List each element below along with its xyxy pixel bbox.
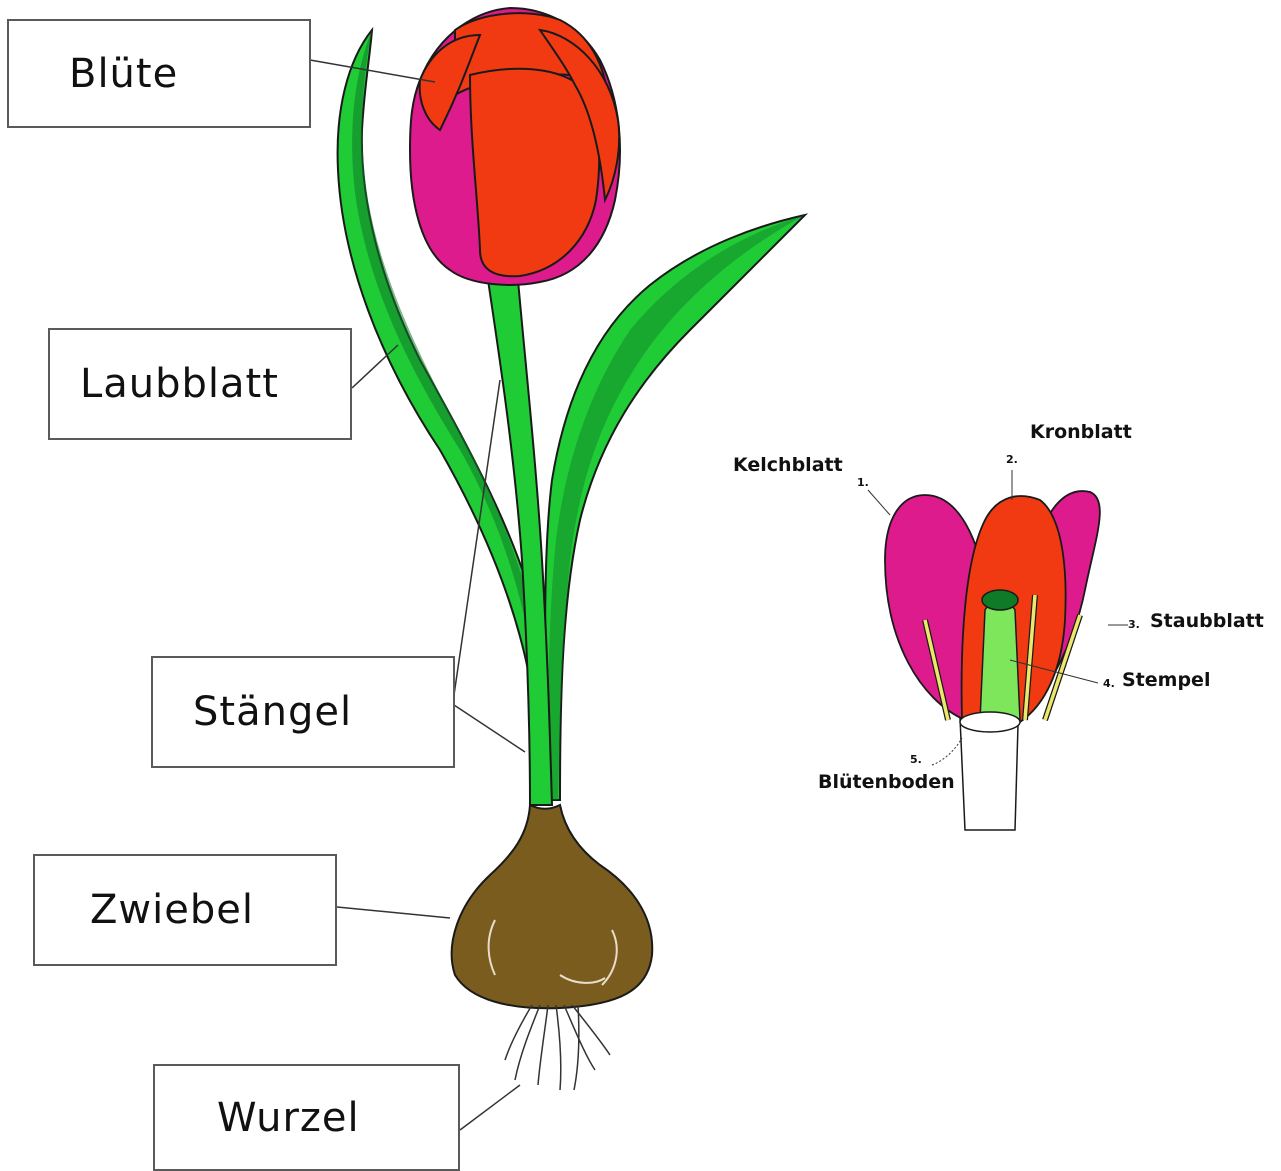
bulb [452,805,653,1008]
label-wurzel: Wurzel [153,1064,460,1171]
label-bluete-text: Blüte [69,51,178,97]
label-zwiebel-text: Zwiebel [90,887,254,933]
label-laubblatt-text: Laubblatt [80,361,279,407]
label-bluetenboden: Blütenboden [818,771,955,793]
label-kronblatt: Kronblatt [1030,421,1132,443]
label-laubblatt: Laubblatt [48,328,352,440]
num-bluetenboden: 5. [910,753,922,766]
num-kronblatt: 2. [1006,453,1018,466]
tulip-flower [410,8,620,285]
label-wurzel-text: Wurzel [217,1095,360,1141]
label-zwiebel: Zwiebel [33,854,337,966]
roots [505,1005,610,1090]
label-bluete: Blüte [7,19,311,128]
label-staubblatt: Staubblatt [1150,610,1264,632]
num-stempel: 4. [1103,677,1115,690]
label-staengel: Stängel [151,656,455,768]
right-leaf-shade [548,215,805,800]
label-kelchblatt: Kelchblatt [733,454,843,476]
label-stempel: Stempel [1122,669,1210,691]
num-staubblatt: 3. [1128,618,1140,631]
label-staengel-text: Stängel [193,689,352,735]
num-kelchblatt: 1. [857,476,869,489]
